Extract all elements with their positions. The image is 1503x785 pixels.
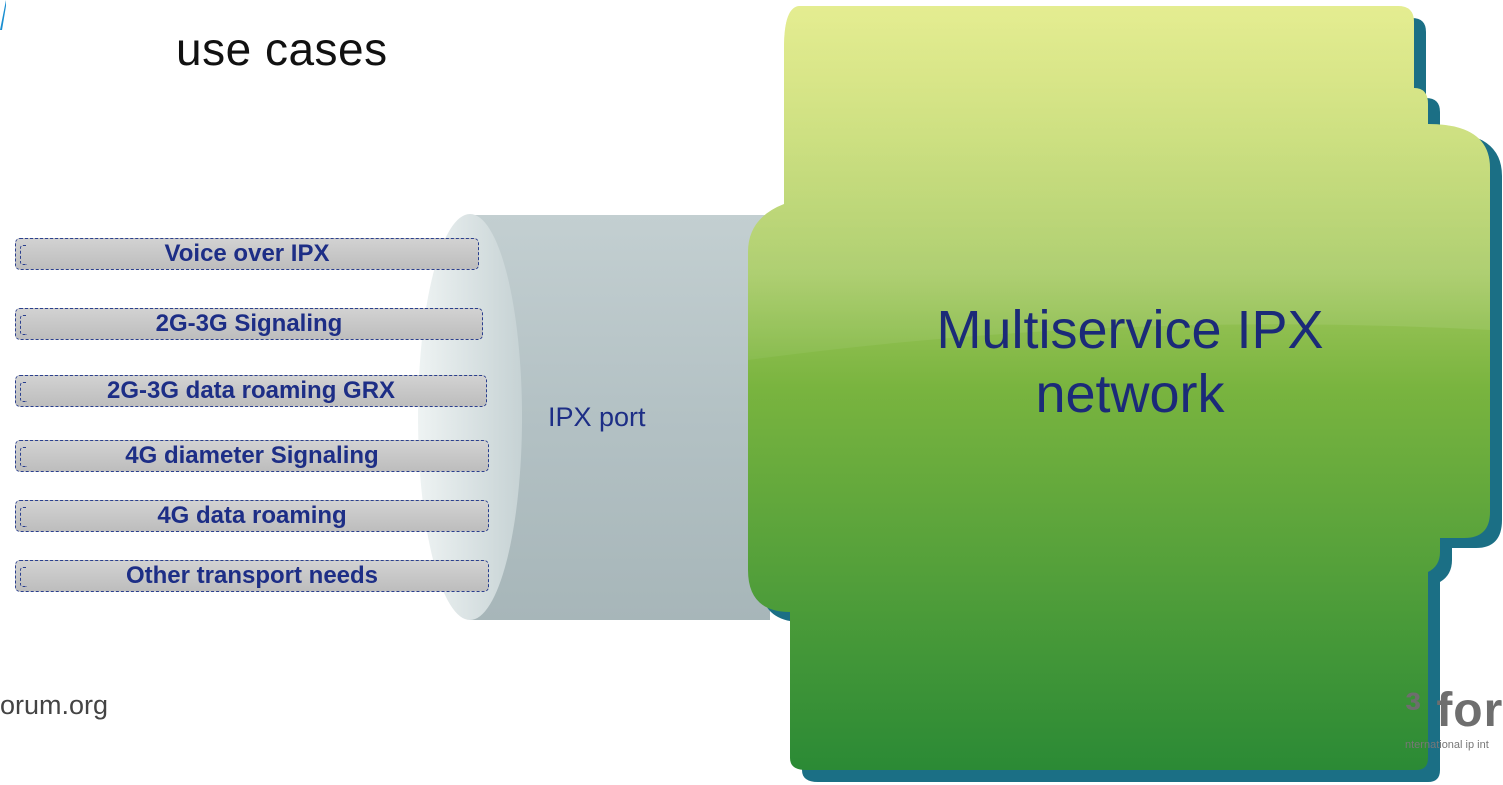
slide-heading: use cases [176,23,388,75]
ipx-port-label: IPX port [548,402,646,432]
use-case-4g-data-roaming: 4G data roaming [15,500,489,532]
use-case-label: Voice over IPX [164,240,330,267]
corner-accent [0,0,6,30]
bracket-icon [20,447,27,467]
use-case-other-transport-needs: Other transport needs [15,560,489,592]
use-case-label: 2G-3G data roaming GRX [106,377,396,404]
logo-mark: ³ for [1405,684,1503,737]
footer-url: orum.org [0,690,109,720]
bracket-icon [20,507,27,527]
forum-logo: ³ for nternational ip int [1405,683,1503,763]
bracket-icon [20,315,27,335]
cloud-title-line2: network [1035,364,1225,424]
bracket-icon [20,245,27,265]
use-case-voice-over-ipx: Voice over IPX [15,238,479,270]
use-case-2g-3g-signaling: 2G-3G Signaling [15,308,483,340]
use-case-label: 4G diameter Signaling [125,442,379,469]
use-case-label: Other transport needs [125,562,379,589]
use-case-4g-diameter-signaling: 4G diameter Signaling [15,440,489,472]
bracket-icon [20,567,27,587]
use-case-label: 2G-3G Signaling [155,310,343,337]
logo-tagline: nternational ip int [1405,739,1489,751]
bracket-icon [20,382,27,402]
use-case-label: 4G data roaming [157,502,347,529]
cloud-title: Multiservice IPX network [810,298,1450,426]
cloud-gloss [748,6,1490,360]
use-case-2g-3g-data-roaming-grx: 2G-3G data roaming GRX [15,375,487,407]
cloud-title-line1: Multiservice IPX [936,300,1324,360]
